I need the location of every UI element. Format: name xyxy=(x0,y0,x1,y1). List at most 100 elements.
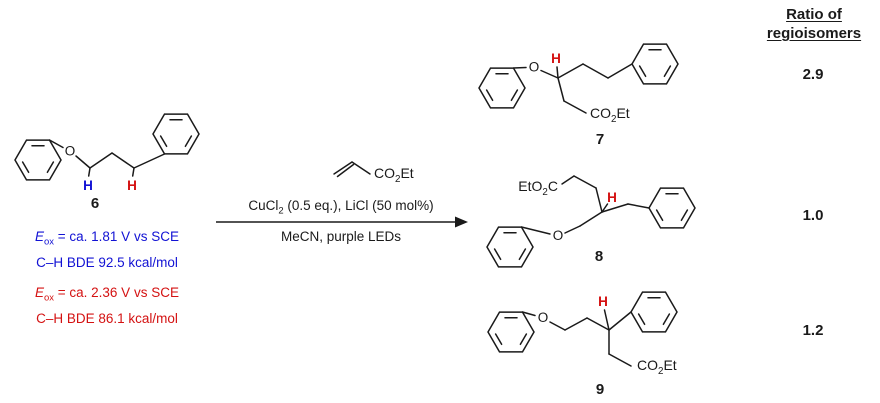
eox-subscript: ox xyxy=(44,292,55,304)
formula-part: CO xyxy=(637,357,658,373)
bond xyxy=(512,66,527,69)
bde-line-red: C–H BDE 86.1 kcal/mol xyxy=(36,310,178,326)
bond xyxy=(579,211,603,227)
formula-subscript: 2 xyxy=(395,173,401,185)
compound-6-label: 6 xyxy=(90,195,100,212)
acrylate-ester-label: CO2Et xyxy=(374,165,414,185)
benzylic-h-label: H xyxy=(127,178,137,193)
double-bond xyxy=(336,163,355,178)
central-h-label: H xyxy=(607,190,617,205)
formula-part: EtO xyxy=(518,178,543,194)
bond xyxy=(573,175,597,189)
bond xyxy=(608,311,632,331)
blue-oxidation-data: Eox = ca. 1.81 V vs SCE C–H BDE 92.5 kca… xyxy=(8,227,206,273)
bond xyxy=(582,63,609,79)
bond xyxy=(601,203,629,213)
conditions-reagents: CuCl2 (0.5 eq.), LiCl (50 mol%) xyxy=(214,196,468,222)
benzylic-h-label: H xyxy=(598,294,608,309)
compound-9-label: 9 xyxy=(595,381,605,398)
benzene-ring xyxy=(630,291,678,333)
reagent-text: CuCl xyxy=(248,198,279,213)
formula-part: C xyxy=(547,178,558,194)
double-bond xyxy=(333,161,353,175)
arrowhead xyxy=(455,216,468,228)
bond xyxy=(89,152,113,169)
eox-symbol: E xyxy=(35,229,45,244)
formula-part: CO xyxy=(374,165,395,181)
compound-8-label: 8 xyxy=(594,248,604,265)
bond-to-h xyxy=(131,167,135,177)
eox-value: = ca. 1.81 V vs SCE xyxy=(54,229,179,244)
eox-line-blue: Eox = ca. 1.81 V vs SCE xyxy=(8,227,206,253)
ratio-header-line1: Ratio of xyxy=(786,6,842,23)
ratio-product-8: 1.0 xyxy=(802,207,824,224)
bond xyxy=(521,311,536,317)
ester-label-product-7: CO2Et xyxy=(590,105,630,125)
bond xyxy=(564,317,588,331)
bde-line-blue: C–H BDE 92.5 kcal/mol xyxy=(36,254,178,270)
benzene-ring xyxy=(478,67,526,109)
bond xyxy=(133,153,166,169)
formula-part: CO xyxy=(590,105,611,121)
bond xyxy=(563,100,587,114)
bond xyxy=(520,226,551,235)
bond xyxy=(111,152,135,169)
bond xyxy=(48,139,64,149)
benzene-ring xyxy=(152,113,200,155)
bond-to-h xyxy=(87,167,91,177)
ester-label-product-9: CO2Et xyxy=(637,357,677,377)
formula-part: Et xyxy=(616,105,630,121)
bond xyxy=(540,69,559,79)
ratio-header: Ratio of regioisomers xyxy=(752,5,876,43)
red-oxidation-data: Eox = ca. 2.36 V vs SCE C–H BDE 86.1 kca… xyxy=(8,283,206,329)
eox-symbol: E xyxy=(35,285,45,300)
eox-line-red: Eox = ca. 2.36 V vs SCE xyxy=(8,283,206,309)
bond xyxy=(607,63,633,79)
alpha-oxy-h-label: H xyxy=(551,51,561,66)
bond xyxy=(627,203,650,209)
product-9-structure: O H xyxy=(487,291,678,367)
oxygen-atom-label: O xyxy=(553,228,564,243)
reagent-text: (0.5 eq.), LiCl (50 mol%) xyxy=(283,198,434,213)
reaction-arrow xyxy=(216,216,468,228)
oxygen-atom-label: O xyxy=(529,60,540,75)
bond-to-h xyxy=(601,203,609,213)
bond xyxy=(608,353,632,367)
formula-subscript: 2 xyxy=(542,186,548,198)
ester-label-product-8: EtO2C xyxy=(476,178,558,198)
oxygen-atom-label: O xyxy=(538,310,549,325)
bond xyxy=(557,77,565,102)
benzene-ring xyxy=(631,43,679,85)
ratio-product-9: 1.2 xyxy=(802,322,824,339)
eox-subscript: ox xyxy=(44,236,55,248)
formula-subscript: 2 xyxy=(658,365,664,377)
alpha-oxy-h-label: H xyxy=(83,178,93,193)
oxygen-atom-label: O xyxy=(65,144,76,159)
formula-part: Et xyxy=(663,357,677,373)
product-8-structure: O H xyxy=(486,175,696,268)
bond xyxy=(557,63,584,79)
acrylate-structure xyxy=(333,161,371,178)
bond xyxy=(351,161,371,175)
bond xyxy=(549,321,566,331)
bond xyxy=(586,317,610,331)
compound-7-label: 7 xyxy=(595,131,605,148)
reagent-subscript: 2 xyxy=(278,205,284,217)
benzene-ring xyxy=(14,139,62,181)
benzene-ring xyxy=(487,311,535,353)
ratio-header-line2: regioisomers xyxy=(766,25,862,42)
bond xyxy=(75,155,91,169)
benzene-ring xyxy=(648,187,696,229)
conditions-solvent: MeCN, purple LEDs xyxy=(280,229,402,244)
bond-to-h xyxy=(603,309,610,331)
formula-part: Et xyxy=(400,165,414,181)
product-7-structure: O H xyxy=(478,43,679,114)
ratio-product-7: 2.9 xyxy=(802,66,824,83)
bond xyxy=(564,225,581,234)
bond-to-h xyxy=(556,66,559,79)
compound-6-structure: O H H xyxy=(14,113,200,193)
eox-value: = ca. 2.36 V vs SCE xyxy=(54,285,179,300)
bond xyxy=(595,187,603,213)
